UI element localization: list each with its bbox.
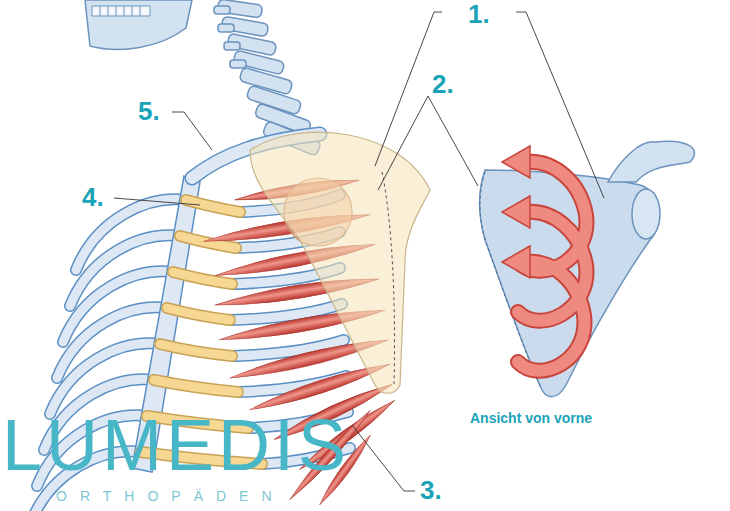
watermark: ORTHOPÄDEN <box>56 488 285 504</box>
callout-number: 2. <box>432 70 454 100</box>
skull <box>85 0 192 49</box>
callout-number: 4. <box>82 183 104 213</box>
watermark: LUMEDIS <box>2 404 350 487</box>
scapula-front <box>480 141 695 396</box>
callout-number: 1. <box>468 0 490 30</box>
callout-number: 5. <box>138 97 160 127</box>
view-caption: Ansicht von vorne <box>470 410 592 426</box>
callout-number: 3. <box>420 476 442 506</box>
rotation-arrows <box>502 146 586 371</box>
scapula-border <box>382 172 395 384</box>
scapula-back <box>250 132 430 393</box>
